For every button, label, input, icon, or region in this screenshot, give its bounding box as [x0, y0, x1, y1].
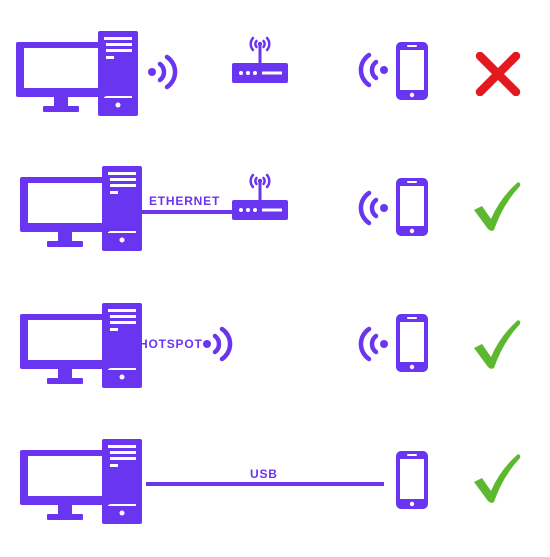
smartphone-icon — [396, 178, 428, 236]
desktop-computer-icon — [20, 439, 142, 524]
usb-cable-line — [146, 482, 384, 486]
checkmark-icon — [474, 320, 521, 369]
ethernet-cable-line — [142, 210, 234, 214]
desktop-computer-icon — [16, 31, 138, 116]
smartphone-icon — [396, 42, 428, 100]
smartphone-icon — [396, 451, 428, 509]
checkmark-icon — [474, 182, 521, 231]
wifi-signal-icon — [148, 54, 178, 90]
wifi-signal-icon — [203, 326, 233, 362]
smartphone-icon — [396, 314, 428, 372]
link-label-hotspot: HOTSPOT — [139, 337, 203, 351]
desktop-computer-icon — [20, 303, 142, 388]
wifi-signal-icon — [358, 52, 388, 88]
wifi-signal-icon — [358, 190, 388, 226]
router-icon — [232, 173, 288, 220]
wifi-signal-icon — [358, 326, 388, 362]
cross-icon — [475, 52, 521, 96]
link-label-ethernet: ETHERNET — [149, 194, 221, 208]
router-icon — [232, 36, 288, 83]
checkmark-icon — [474, 454, 521, 503]
desktop-computer-icon — [20, 166, 142, 251]
link-label-usb: USB — [250, 467, 278, 481]
